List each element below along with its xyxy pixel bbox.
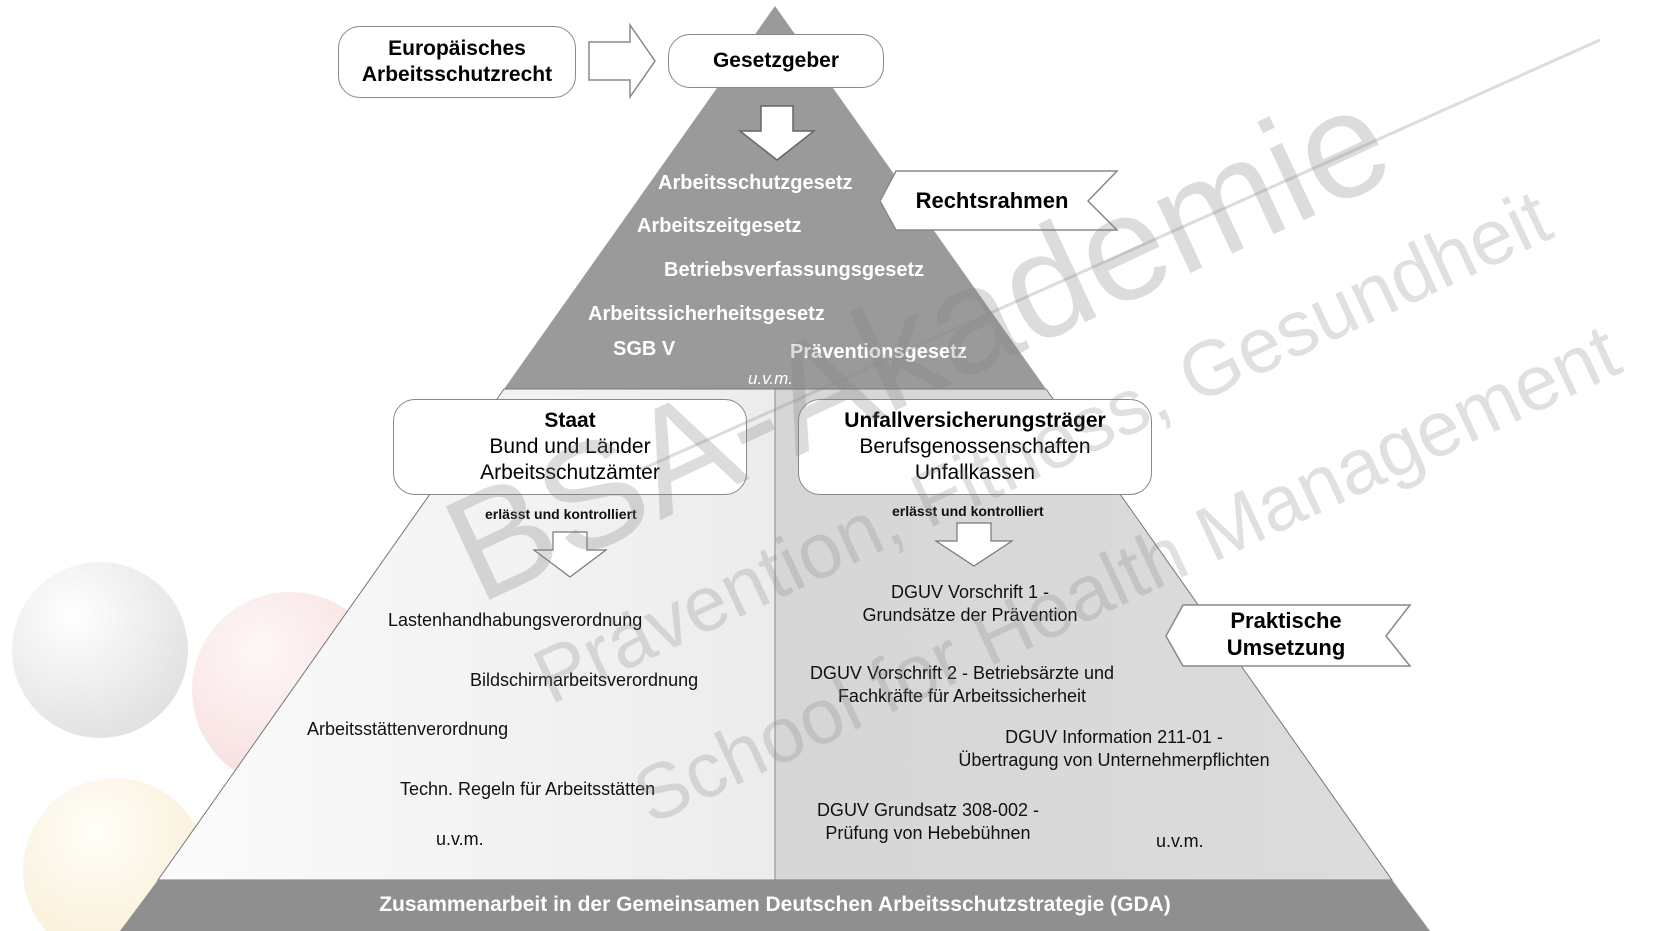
rule-line2: Grundsätze der Prävention (862, 605, 1078, 625)
state-line1: Bund und Länder (489, 435, 651, 458)
regulation-item: Techn. Regeln für Arbeitsstätten (400, 779, 656, 799)
state-box: Staat Bund und Länder Arbeitsschutzämter (393, 399, 747, 495)
insurance-line1: Berufsgenossenschaften (859, 435, 1091, 458)
law-item: Präventionsgesetz (790, 341, 967, 363)
arrow-right-icon (588, 22, 656, 100)
laws-more: u.v.m. (748, 369, 794, 388)
rechtsrahmen-label: Rechtsrahmen (915, 188, 1069, 213)
rechtsrahmen-banner (879, 170, 1119, 231)
regulation-item: Arbeitsstättenverordnung (307, 719, 509, 739)
insurance-action: erlässt und kontrolliert (892, 503, 1044, 519)
arrow-down-insurance-icon (933, 522, 1015, 567)
arrow-down-state-icon (532, 531, 608, 578)
regulation-item: Bildschirmarbeitsverordnung (470, 670, 699, 690)
rule-line2: Übertragung von Unternehmerpflichten (958, 750, 1270, 770)
logo-ball-grey (12, 562, 188, 738)
praktische-umsetzung-banner (1165, 604, 1412, 667)
law-item: Arbeitsschutzgesetz (658, 172, 853, 194)
insurance-line2: Unfallkassen (914, 461, 1036, 484)
arrow-down-icon (737, 105, 817, 161)
practice-line1: Praktische (1230, 608, 1342, 633)
insurance-box: Unfallversicherungsträger Berufsgenossen… (798, 399, 1152, 495)
insurance-more: u.v.m. (1156, 831, 1204, 851)
legislator-box: Gesetzgeber (668, 34, 884, 88)
rule-line2: Prüfung von Hebebühnen (825, 823, 1031, 843)
rule-item: DGUV Vorschrift 1 - Grundsätze der Präve… (848, 581, 1092, 627)
law-item: SGB V (613, 338, 676, 360)
footer-band (120, 880, 1430, 931)
rule-line1: DGUV Grundsatz 308-002 - (816, 800, 1040, 820)
state-title: Staat (544, 409, 596, 432)
legislator-label: Gesetzgeber (712, 49, 840, 72)
apex-section (504, 6, 1046, 389)
insurance-title: Unfallversicherungsträger (844, 409, 1106, 432)
law-item: Arbeitssicherheitsgesetz (588, 303, 825, 325)
rule-line1: DGUV Information 211-01 - (1005, 727, 1223, 747)
rule-item: DGUV Grundsatz 308-002 - Prüfung von Heb… (806, 799, 1050, 845)
regulation-item: Lastenhandhabungsverordnung (388, 610, 643, 630)
footer-text: Zusammenarbeit in der Gemeinsamen Deutsc… (379, 893, 1171, 916)
state-more: u.v.m. (436, 829, 484, 849)
law-item: Arbeitszeitgesetz (637, 215, 802, 237)
european-law-line1: Europäisches (388, 37, 526, 60)
rule-line2: Fachkräfte für Arbeitssicherheit (837, 686, 1087, 706)
rule-line1: DGUV Vorschrift 1 - (890, 582, 1050, 602)
rule-item: DGUV Information 211-01 - Übertragung vo… (944, 726, 1284, 772)
law-item: Betriebsverfassungsgesetz (664, 259, 925, 281)
practice-line2: Umsetzung (1226, 635, 1346, 660)
european-law-box: Europäisches Arbeitsschutzrecht (338, 26, 576, 98)
european-law-line2: Arbeitsschutzrecht (361, 63, 553, 86)
state-line2: Arbeitsschutzämter (480, 461, 660, 484)
rule-line1: DGUV Vorschrift 2 - Betriebsärzte und (809, 663, 1115, 683)
praktische-umsetzung-label: Praktische Umsetzung (1186, 607, 1386, 661)
rule-item: DGUV Vorschrift 2 - Betriebsärzte und Fa… (796, 662, 1128, 708)
state-action: erlässt und kontrolliert (485, 506, 637, 522)
